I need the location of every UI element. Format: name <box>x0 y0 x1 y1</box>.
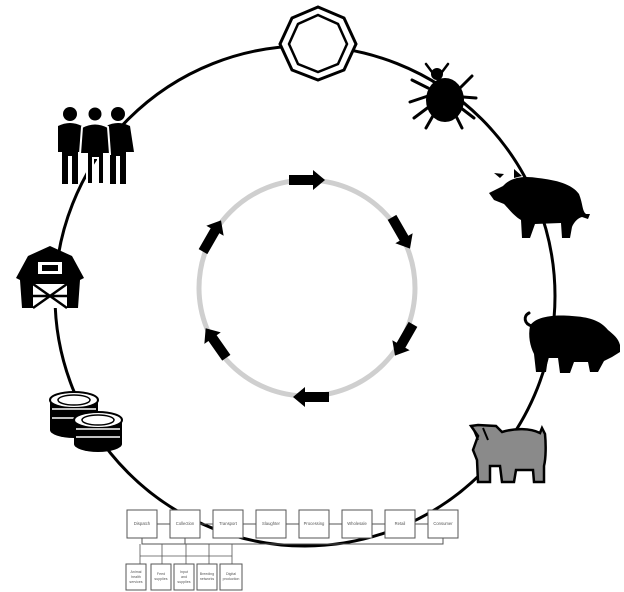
flow-substep-label: health <box>131 575 141 579</box>
cycle-arrow-4 <box>293 387 329 407</box>
flow-substep-label: Input <box>180 570 188 574</box>
flow-substep-label: supplies <box>154 577 167 581</box>
flow-substep-label: Feed <box>157 572 165 576</box>
flow-step-label: Retail <box>395 521 406 526</box>
flow-step-label: Transport <box>219 521 238 526</box>
flow-substep-label: services <box>129 580 142 584</box>
flow-step-label: Collection <box>176 521 195 526</box>
flow-step-label: Slaughter <box>262 521 281 526</box>
flow-substep-label: networks <box>200 577 215 581</box>
cycle-arrow-1 <box>289 170 325 190</box>
people-icon <box>58 107 134 185</box>
flow-substep-label: production <box>223 577 240 581</box>
flow-branch-lines <box>140 544 232 564</box>
flow-step-label: Wholesale <box>347 521 367 526</box>
flow-step-label: Dispatch <box>134 521 151 526</box>
flow-substep-label: and <box>181 575 187 579</box>
heptagon-icon <box>280 7 356 80</box>
barn-icon <box>16 246 84 308</box>
pig-icon <box>525 313 620 373</box>
value-chain-flowchart: Dispatch Collection Transport Slaughter … <box>126 510 458 590</box>
bear-icon <box>471 425 546 482</box>
inner-ring <box>199 180 415 396</box>
flow-substep-label: supplies <box>177 580 190 584</box>
flow-substep-label: Digital <box>226 572 236 576</box>
cycle-arrow-5 <box>197 323 234 364</box>
flow-step-label: Processing <box>304 521 325 526</box>
inner-cycle-arrows <box>194 170 421 407</box>
coins-icon <box>50 392 122 452</box>
flow-substep-label: Breeding <box>200 572 214 576</box>
flow-substep-label: Animal <box>131 570 142 574</box>
flow-step-label: Consumer <box>433 521 453 526</box>
warthog-icon <box>489 169 590 238</box>
flow-return-line <box>142 538 443 544</box>
